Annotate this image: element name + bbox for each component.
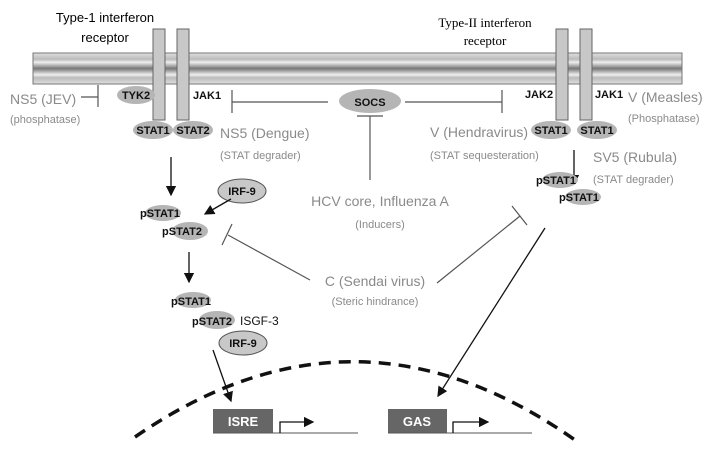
- stat1-left-label: STAT1: [136, 125, 169, 137]
- pstat2-isgf-shape: [199, 311, 235, 329]
- socs-shape: [339, 89, 401, 113]
- stat2-left-shape: [173, 121, 213, 139]
- isre-transcription-arrow: [279, 416, 315, 433]
- type2-receptor-label: Type-II interferon: [438, 15, 532, 30]
- gas-label: GAS: [403, 414, 432, 429]
- irf9-complex-label: IRF-9: [229, 338, 257, 350]
- isgf3-label: ISGF-3: [240, 314, 279, 328]
- socs-inhibit-jak1: [231, 90, 328, 113]
- pstat1-right-b-label: pSTAT1: [559, 192, 599, 204]
- type2-receptor-label-2: receptor: [464, 33, 507, 48]
- hcv-label: HCV core, Influenza A: [311, 193, 449, 209]
- stat1-right-a-label: STAT1: [534, 125, 567, 137]
- stat1-right-b-shape: [577, 121, 617, 139]
- socs-label: SOCS: [354, 97, 385, 109]
- v-measles-mech: (Phosphatase): [628, 113, 700, 125]
- arrow-to-gas: [437, 227, 546, 398]
- pstat1-left-label: pSTAT1: [140, 208, 180, 220]
- pstat1-isgf-shape: [175, 292, 211, 308]
- pstat1-left-shape: [145, 205, 181, 221]
- pstat2-isgf-label: pSTAT2: [192, 316, 232, 328]
- hcv-mech: (Inducers): [355, 219, 405, 231]
- type1-receptor: [152, 28, 190, 121]
- isre-box: [213, 409, 273, 433]
- sv5-label: SV5 (Rubula): [593, 149, 677, 165]
- ns5-jev-label: NS5 (JEV): [10, 91, 76, 107]
- ns5-jev-mech: (phosphatase): [10, 114, 80, 126]
- v-hendra-label: V (Hendravirus): [430, 124, 528, 140]
- irf9-top-label: IRF-9: [228, 186, 256, 198]
- pstat2-left-shape: [172, 222, 208, 240]
- sv5-mech: (STAT degrader): [593, 174, 674, 186]
- pstat1-right-a-shape: [542, 172, 578, 188]
- pstat1-right-b-shape: [565, 189, 601, 205]
- arrow-irf9-binding: [203, 198, 232, 215]
- gas-box: [388, 409, 447, 433]
- ns5-dengue-label: NS5 (Dengue): [220, 125, 310, 141]
- c-sendai-inhibit-right: [436, 205, 528, 284]
- cell-membrane: [32, 52, 683, 85]
- pstat1-isgf-label: pSTAT1: [171, 296, 211, 308]
- nuclear-membrane: [134, 360, 577, 442]
- stat1-right-a-shape: [531, 121, 571, 139]
- type2-receptor: [555, 28, 593, 121]
- jak1-left-label: JAK1: [193, 90, 221, 102]
- pstat2-left-label: pSTAT2: [162, 226, 202, 238]
- stat2-left-label: STAT2: [176, 125, 209, 137]
- tyk2-label: TYK2: [122, 90, 150, 102]
- socs-inhibit-jak2: [405, 90, 503, 113]
- tyk2-shape: [117, 86, 155, 104]
- isre-label: ISRE: [228, 414, 259, 429]
- v-measles-label: V (Measles): [628, 89, 703, 105]
- ns5-jev-inhibit: [81, 85, 99, 107]
- v-hendra-mech: (STAT sequesteration): [430, 150, 539, 162]
- gas-transcription-arrow: [452, 416, 490, 433]
- type1-receptor-label-2: receptor: [81, 30, 129, 45]
- stat1-right-b-label: STAT1: [580, 125, 613, 137]
- jak1-right-label: JAK1: [595, 89, 623, 101]
- ns5-dengue-mech: (STAT degrader): [220, 150, 301, 162]
- pstat1-right-a-label: pSTAT1: [536, 175, 576, 187]
- type1-receptor-label: Type-1 interferon: [56, 10, 154, 25]
- arrow-to-isre: [212, 349, 233, 403]
- c-sendai-inhibit-left: [221, 223, 311, 281]
- jak2-label: JAK2: [525, 89, 553, 101]
- irf9-complex-shape: [218, 330, 268, 356]
- c-sendai-label: C (Sendai virus): [325, 273, 425, 289]
- c-sendai-mech: (Steric hindrance): [332, 296, 419, 308]
- inducers-socs-line: [357, 115, 383, 180]
- irf9-top-shape: [217, 178, 267, 204]
- stat1-left-shape: [133, 121, 173, 139]
